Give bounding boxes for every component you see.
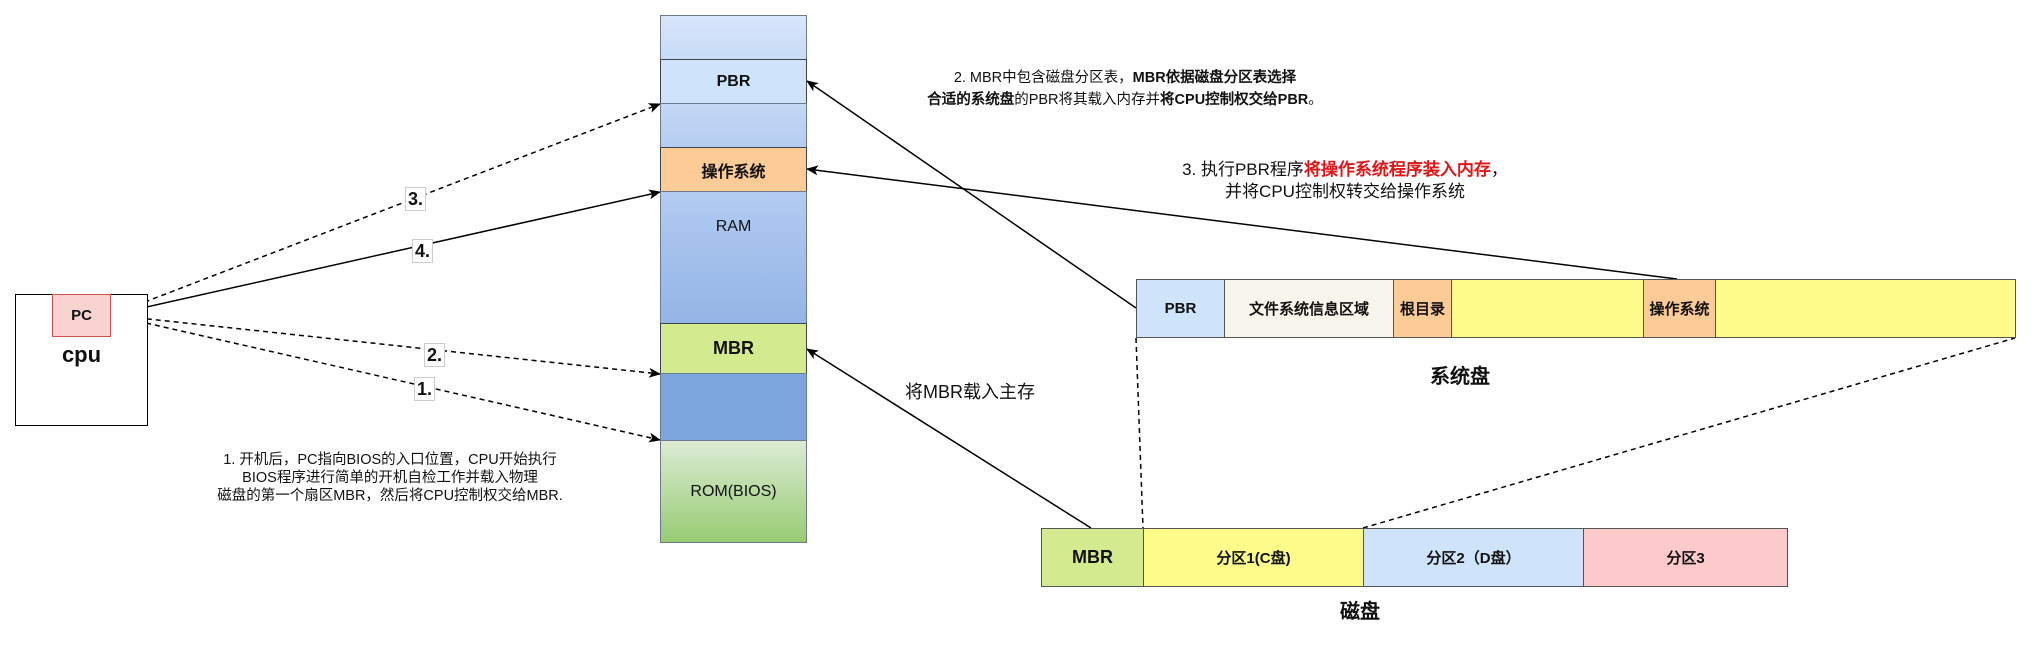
caption-step3-line1: 3. 执行PBR程序将操作系统程序装入内存， bbox=[1140, 159, 1550, 181]
caption-step3-highlight: 将操作系统程序装入内存 bbox=[1303, 160, 1491, 179]
memory-rom-bios: ROM(BIOS) bbox=[660, 440, 807, 543]
caption-step3-text: ， bbox=[1490, 160, 1508, 179]
sysdisk-free-2 bbox=[1715, 279, 2016, 338]
caption-step2-text: 2. MBR中包含磁盘分区表， bbox=[953, 70, 1133, 86]
cpu-label: cpu bbox=[61, 342, 102, 367]
arrow-step1 bbox=[110, 314, 661, 443]
caption-step1-line3: 磁盘的第一个扇区MBR，然后将CPU控制权交给MBR. bbox=[217, 488, 563, 504]
sysdisk-os: 操作系统 bbox=[1643, 279, 1716, 338]
sysdisk-pbr: PBR bbox=[1136, 279, 1225, 338]
sysdisk-fs-info: 文件系统信息区域 bbox=[1224, 279, 1394, 338]
memory-ram: RAM bbox=[660, 191, 807, 324]
caption-step3-text: 3. 执行PBR程序 bbox=[1182, 160, 1304, 179]
step-label-4: 4. bbox=[412, 239, 434, 263]
disk-partition-1: 分区1(C盘) bbox=[1143, 528, 1364, 587]
zoom-guide-left bbox=[1135, 337, 1144, 529]
caption-load-mbr: 将MBR载入主存 bbox=[905, 382, 1035, 402]
step-label-1: 1. bbox=[414, 377, 436, 401]
caption-step2-bold: 合适的系统盘 bbox=[927, 92, 1015, 108]
disk-partition-2: 分区2（D盘） bbox=[1363, 528, 1584, 587]
caption-step2-line1: 2. MBR中包含磁盘分区表，MBR依据磁盘分区表选择 bbox=[880, 67, 1370, 89]
arrow-step3 bbox=[110, 103, 661, 316]
arrow-os-load bbox=[806, 165, 1678, 280]
disk-label: 磁盘 bbox=[1340, 601, 1380, 623]
caption-step2-bold: MBR依据磁盘分区表选择 bbox=[1132, 70, 1297, 86]
memory-os: 操作系统 bbox=[660, 147, 807, 192]
caption-step2-line2: 合适的系统盘的PBR将其载入内存并将CPU控制权交给PBR。 bbox=[880, 89, 1370, 111]
pc-register: PC bbox=[52, 294, 111, 337]
caption-step2: 2. MBR中包含磁盘分区表，MBR依据磁盘分区表选择 合适的系统盘的PBR将其… bbox=[880, 67, 1370, 111]
arrow-mbr-load bbox=[806, 348, 1092, 529]
caption-step2-bold: 将CPU控制权交给PBR bbox=[1160, 92, 1309, 108]
arrow-pbr-load bbox=[806, 80, 1137, 309]
sysdisk-free-1 bbox=[1451, 279, 1644, 338]
caption-step1-line1: 1. 开机后，PC指向BIOS的入口位置，CPU开始执行 bbox=[223, 452, 557, 468]
arrow-step2 bbox=[110, 314, 661, 378]
memory-low-region bbox=[660, 373, 807, 441]
memory-top-region bbox=[660, 15, 807, 60]
memory-gap-region bbox=[660, 103, 807, 148]
sysdisk-root-dir: 根目录 bbox=[1393, 279, 1452, 338]
cpu-box bbox=[15, 294, 148, 426]
caption-step3: 3. 执行PBR程序将操作系统程序装入内存， 并将CPU控制权转交给操作系统 bbox=[1140, 159, 1550, 203]
caption-step2-text: 的PBR将其载入内存并 bbox=[1014, 92, 1161, 108]
step-label-2: 2. bbox=[424, 343, 446, 367]
memory-pbr: PBR bbox=[660, 59, 807, 104]
memory-mbr: MBR bbox=[660, 323, 807, 374]
arrow-step4 bbox=[110, 189, 661, 316]
caption-step3-line2: 并将CPU控制权转交给操作系统 bbox=[1225, 182, 1465, 201]
caption-step1: 1. 开机后，PC指向BIOS的入口位置，CPU开始执行 BIOS程序进行简单的… bbox=[170, 451, 610, 505]
sysdisk-label: 系统盘 bbox=[1430, 366, 1490, 388]
caption-step1-line2: BIOS程序进行简单的开机自检工作并载入物理 bbox=[242, 470, 538, 486]
step-label-3: 3. bbox=[405, 187, 427, 211]
disk-mbr: MBR bbox=[1041, 528, 1144, 587]
caption-step2-text: 。 bbox=[1308, 92, 1323, 108]
disk-partition-3: 分区3 bbox=[1583, 528, 1788, 587]
